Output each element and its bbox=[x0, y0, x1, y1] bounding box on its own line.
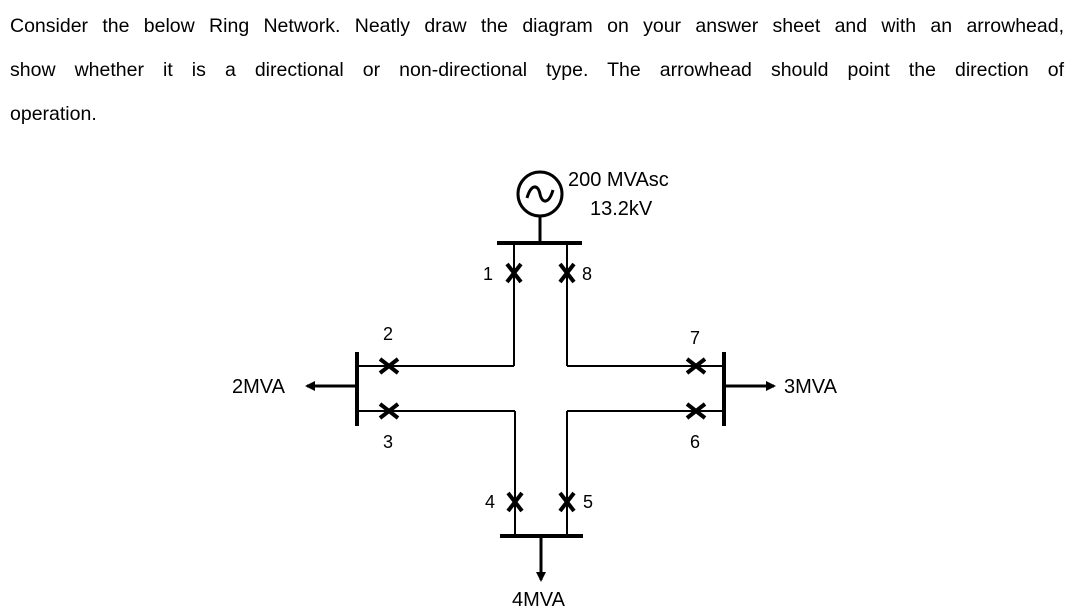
breaker-label-6: 6 bbox=[690, 432, 700, 452]
breaker-label-5: 5 bbox=[583, 492, 593, 512]
left-load-label: 2MVA bbox=[232, 376, 286, 398]
breaker-8 bbox=[558, 243, 576, 366]
breaker-6 bbox=[566, 402, 724, 536]
breaker-4 bbox=[506, 491, 524, 513]
question-text: Consider the below Ring Network. Neatly … bbox=[10, 4, 1064, 136]
question-line-1: Consider the below Ring Network. Neatly … bbox=[10, 15, 1064, 37]
source-rating-label: 200 MVAsc bbox=[568, 169, 669, 191]
breaker-label-2: 2 bbox=[383, 324, 393, 344]
breaker-label-3: 3 bbox=[383, 432, 393, 452]
breaker-5 bbox=[558, 491, 576, 513]
question-line-3: operation. bbox=[10, 103, 97, 125]
breaker-1 bbox=[505, 243, 523, 366]
question-line-2: show whether it is a directional or non-… bbox=[10, 59, 1064, 81]
breaker-label-7: 7 bbox=[690, 328, 700, 348]
breaker-7 bbox=[567, 357, 724, 375]
bottom-load-label: 4MVA bbox=[512, 589, 566, 607]
breaker-2 bbox=[357, 357, 514, 375]
ac-generator-icon bbox=[516, 170, 564, 243]
breaker-label-1: 1 bbox=[483, 264, 493, 284]
right-load-label: 3MVA bbox=[784, 376, 838, 398]
breaker-3 bbox=[357, 402, 516, 536]
source-voltage-label: 13.2kV bbox=[590, 198, 653, 220]
breaker-label-4: 4 bbox=[485, 492, 495, 512]
breaker-label-8: 8 bbox=[582, 264, 592, 284]
